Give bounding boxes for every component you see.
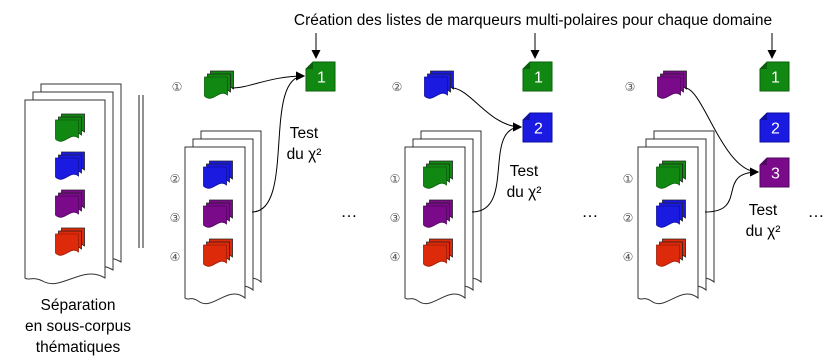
test-label-step-1: Test bbox=[290, 125, 319, 142]
corpus-green-icon bbox=[656, 160, 686, 189]
corpus-purple-icon bbox=[657, 70, 687, 99]
step-3: ③ ① ② ④ 1 2 3 bbox=[623, 61, 790, 304]
arrow-selected-to-list bbox=[231, 71, 305, 89]
arrow-selected-to-list bbox=[451, 87, 522, 132]
marker-list-green: 1 bbox=[522, 61, 553, 92]
header-arrows bbox=[311, 33, 777, 59]
corpus-blue-icon bbox=[424, 70, 454, 99]
ellipsis: … bbox=[808, 202, 825, 221]
arrow-rest-to-list bbox=[704, 167, 759, 213]
step-order-mark: ② bbox=[392, 80, 403, 94]
separation-caption-line-2: en sous-corpus bbox=[25, 318, 131, 335]
step-order-mark: ④ bbox=[170, 250, 181, 264]
corpus-green-icon bbox=[204, 70, 234, 99]
marker-list-purple: 3 bbox=[759, 157, 790, 188]
step-order-mark: ③ bbox=[625, 80, 636, 94]
corpus-red-icon bbox=[55, 227, 85, 256]
marker-list-green: 1 bbox=[305, 61, 336, 92]
marker-list-number: 2 bbox=[534, 121, 543, 138]
marker-list-number: 2 bbox=[771, 121, 780, 138]
step-order-mark: ① bbox=[390, 172, 401, 186]
corpus-red-icon bbox=[656, 238, 686, 267]
corpus-red-icon bbox=[423, 238, 453, 267]
test-label-step-3: Test bbox=[749, 202, 778, 219]
corpus-red-icon bbox=[203, 238, 233, 267]
marker-list-blue: 2 bbox=[759, 112, 790, 143]
step-order-mark: ① bbox=[623, 172, 634, 186]
step-order-mark: ③ bbox=[170, 211, 181, 225]
steps: ① ② ③ ④ 1 ② ① ③ ④ 1 2 ③ ① ② ④ 1 2 3 bbox=[170, 61, 790, 304]
test-label-step-3: du χ² bbox=[746, 223, 781, 240]
separation-caption-line-3: thématiques bbox=[36, 339, 121, 356]
marker-list-number: 1 bbox=[317, 70, 326, 87]
step-order-mark: ② bbox=[170, 172, 181, 186]
marker-list-number: 1 bbox=[771, 70, 780, 87]
step-order-mark: ④ bbox=[623, 250, 634, 264]
marker-list-number: 1 bbox=[534, 70, 543, 87]
test-label-step-1: du χ² bbox=[287, 146, 322, 163]
ellipsis: … bbox=[582, 202, 599, 221]
corpus-purple-icon bbox=[55, 189, 85, 218]
marker-list-blue: 2 bbox=[522, 112, 553, 143]
step-order-mark: ④ bbox=[390, 250, 401, 264]
corpus-blue-icon bbox=[656, 199, 686, 228]
test-label-step-2: Test bbox=[510, 163, 539, 180]
ellipsis: … bbox=[341, 202, 358, 221]
step-2: ② ① ③ ④ 1 2 bbox=[390, 61, 553, 304]
header-title: Création des listes de marqueurs multi-p… bbox=[294, 12, 772, 29]
corpus-green-icon bbox=[423, 160, 453, 189]
step-order-mark: ③ bbox=[390, 211, 401, 225]
corpus-green-icon bbox=[55, 113, 85, 142]
separation-caption-line-1: Séparation bbox=[41, 297, 116, 314]
test-label-step-2: du χ² bbox=[507, 184, 542, 201]
arrow-rest-to-list bbox=[251, 71, 305, 213]
arrow-rest-to-list bbox=[471, 122, 522, 213]
arrow-selected-to-list bbox=[684, 87, 759, 177]
step-1: ① ② ③ ④ 1 bbox=[170, 61, 336, 304]
corpus-stack bbox=[24, 83, 122, 285]
marker-list-number: 3 bbox=[771, 166, 780, 183]
corpus-purple-icon bbox=[203, 199, 233, 228]
step-order-mark: ② bbox=[623, 211, 634, 225]
marker-list-green: 1 bbox=[759, 61, 790, 92]
corpus-purple-icon bbox=[423, 199, 453, 228]
corpus-blue-icon bbox=[203, 160, 233, 189]
corpus-blue-icon bbox=[55, 151, 85, 180]
step-order-mark: ① bbox=[172, 80, 183, 94]
